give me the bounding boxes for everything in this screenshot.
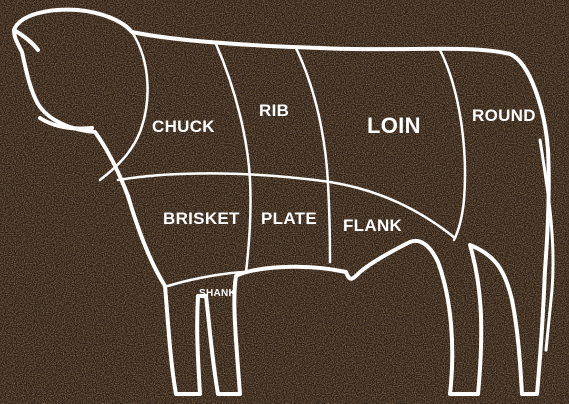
divider-midline (116, 172, 457, 240)
cut-divisions (98, 30, 467, 288)
label-shank: SHANK (199, 288, 237, 299)
label-chuck: CHUCK (152, 117, 215, 136)
divider-loin-round (438, 48, 467, 242)
divider-chuck-rib (214, 42, 252, 274)
label-loin: LOIN (367, 113, 421, 138)
divider-neck (98, 30, 149, 182)
cow-outline (12, 7, 555, 396)
label-plate: PLATE (261, 209, 317, 228)
label-rib: RIB (259, 101, 289, 120)
cut-labels: CHUCK RIB LOIN ROUND BRISKET PLATE FLANK… (152, 101, 536, 299)
divider-shank (166, 270, 248, 288)
label-brisket: BRISKET (163, 209, 240, 228)
divider-rib-loin (294, 46, 332, 264)
label-flank: FLANK (343, 216, 403, 235)
label-round: ROUND (472, 106, 536, 125)
